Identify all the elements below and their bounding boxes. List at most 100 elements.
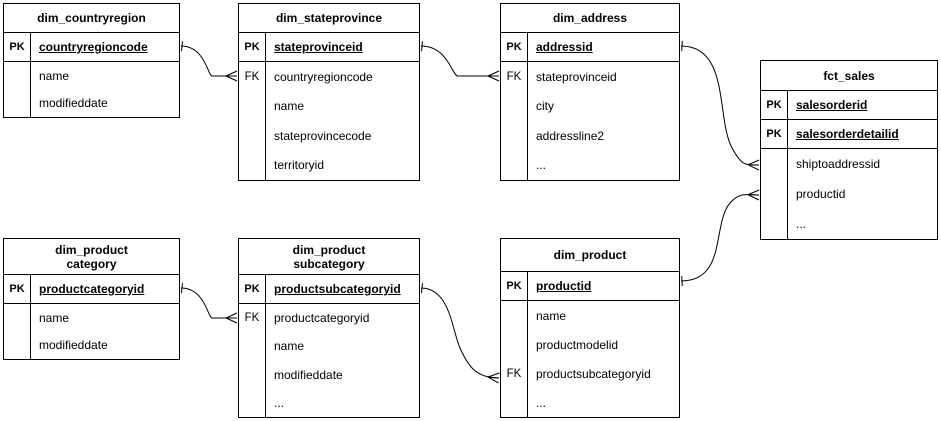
relationship-rel-subcategory-product[interactable] [420,283,500,384]
key-badge-empty [501,330,527,359]
key-badge-empty [4,90,30,118]
key-badge: PK [501,272,528,300]
key-column [4,62,31,117]
cardinality-one-marker [681,275,683,286]
key-column: FK [501,62,528,180]
cardinality-many-marker [747,159,760,171]
attribute-name: modifieddate [39,96,108,111]
attribute-name: countryregioncode [274,69,373,84]
key-badge-empty [4,62,30,90]
key-badge-empty [239,92,265,122]
key-badge-empty [501,92,527,122]
relationship-line [420,45,499,77]
cardinality-one-marker [180,41,184,52]
attribute-name: name [39,310,70,325]
key-badge: FK [244,70,260,83]
name-column: name modifieddate [31,62,179,117]
key-badge: PK [761,120,788,148]
attribute-name: productid [536,279,592,293]
attribute-name: productsubcategoryid [536,366,651,381]
relationship-rel-productcategory-subcategory[interactable] [180,283,238,324]
entity-title: dim_stateprovince [239,4,419,33]
attribute-name: productcategoryid [274,311,370,326]
relationship-rel-stateprovince-address[interactable] [420,41,500,82]
key-badge-empty [761,149,787,179]
attribute-name: territoryid [274,158,325,173]
entity-title: fct_sales [761,61,937,91]
key-badge-empty [4,332,30,360]
attribute-name: ... [274,395,285,410]
attribute-name: name [274,99,305,114]
key-badge: FK [244,312,260,325]
attribute-name: stateprovinceid [536,69,617,84]
key-badge-empty [501,301,527,330]
attribute-name: name [274,339,305,354]
attribute-name: name [39,68,70,83]
key-badge-empty [239,121,265,151]
key-row[interactable]: PK productid [501,272,679,301]
attribute-name: addressline2 [536,128,605,143]
key-row[interactable]: PK countryregioncode [4,33,179,62]
relationship-line [680,45,760,166]
attribute-name: addressid [536,40,593,54]
key-column: FK [239,304,266,417]
attribute-name: salesorderid [796,98,868,112]
key-badge-empty [239,151,265,181]
relationship-line [180,287,237,319]
relationship-line [680,194,760,282]
entity-title: dim_product subcategory [239,239,419,275]
key-badge: PK [4,33,31,61]
key-badge-empty [501,121,527,151]
key-column: FK [239,62,266,180]
cardinality-one-marker [681,41,683,52]
key-column [761,149,788,239]
relationship-rel-address-sales[interactable] [680,41,760,171]
key-badge-empty [501,151,527,181]
attribute-list: name modifieddate [4,304,179,359]
cardinality-many-marker [225,312,238,324]
key-row[interactable]: PK addressid [501,33,679,62]
relationship-line [420,287,500,379]
attribute-name: productcategoryid [39,282,145,296]
key-badge-empty [239,361,265,389]
key-badge-empty [239,332,265,360]
attribute-list: name modifieddate [4,62,179,117]
cardinality-many-marker [747,189,760,201]
entity-title: dim_product [501,239,679,272]
key-column [4,304,31,359]
relationship-rel-product-sales[interactable] [680,189,760,286]
attribute-name: productid [796,187,846,201]
key-column: FK [501,301,528,417]
name-column: name modifieddate [31,304,179,359]
attribute-name: name [536,308,567,323]
key-badge: FK [506,70,522,83]
key-badge: FK [506,367,522,380]
attribute-name: city [536,99,554,114]
key-badge: PK [501,33,528,61]
attribute-name: modifieddate [39,338,108,353]
attribute-name: countryregioncode [39,40,148,54]
key-badge-empty [761,179,787,209]
relationship-rel-countryregion-stateprovince[interactable] [180,41,238,82]
relationship-line [180,45,237,77]
